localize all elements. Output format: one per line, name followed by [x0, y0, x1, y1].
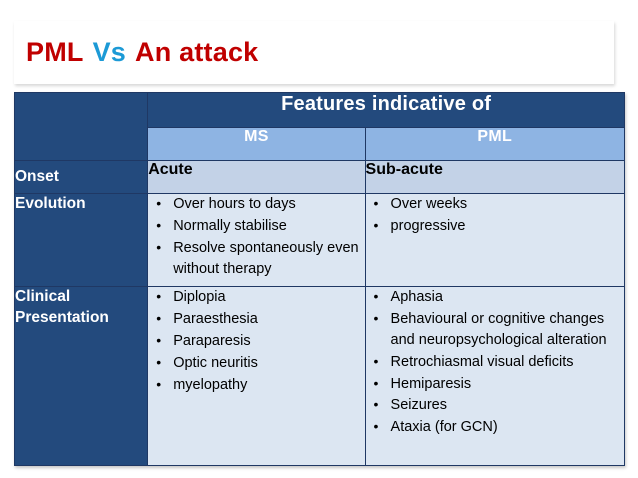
- list-item: Paraesthesia: [148, 308, 364, 330]
- comparison-table: Features indicative of MS PML Onset Acut…: [13, 91, 626, 466]
- title-part-vs: Vs: [92, 37, 127, 67]
- list-item: Retrochiasmal visual deficits: [366, 351, 624, 373]
- list-item: Behavioural or cognitive changes and neu…: [366, 308, 624, 351]
- row-label-evolution: Evolution: [13, 193, 149, 288]
- list-item: Ataxia (for GCN): [366, 416, 624, 438]
- bullet-list-evolution-pml: Over weeksprogressive: [366, 193, 624, 237]
- list-item: Over weeks: [366, 193, 624, 215]
- table-header-row-columns: MS PML: [15, 127, 626, 161]
- list-item: progressive: [366, 215, 624, 237]
- list-item: Diplopia: [148, 286, 364, 308]
- cell-clinical-pml: AphasiaBehavioural or cognitive changes …: [364, 286, 626, 466]
- table-header-group-label: Features indicative of: [147, 91, 625, 129]
- table-header-row-group: Features indicative of: [13, 91, 625, 161]
- table-header-col-pml: PML: [364, 127, 626, 161]
- page-title: PML Vs An attack: [14, 37, 258, 68]
- title-part-an-attack: An attack: [135, 37, 259, 67]
- list-item: Over hours to days: [148, 193, 364, 215]
- list-item: Seizures: [366, 394, 624, 416]
- table-row: Evolution Over hours to daysNormally sta…: [13, 193, 626, 288]
- row-label-onset: Onset: [13, 159, 149, 195]
- list-item: Aphasia: [366, 286, 624, 308]
- bullet-list-clinical-ms: DiplopiaParaesthesiaParaparesisOptic neu…: [148, 286, 364, 396]
- list-item: Hemiparesis: [366, 373, 624, 395]
- table-header-corner-cell: [13, 92, 149, 161]
- cell-evolution-pml: Over weeksprogressive: [364, 193, 626, 288]
- table-row: Onset Acute Sub-acute: [13, 159, 626, 195]
- bullet-list-evolution-ms: Over hours to daysNormally stabiliseReso…: [148, 193, 364, 280]
- list-item: myelopathy: [148, 374, 364, 396]
- cell-onset-pml: Sub-acute: [364, 159, 626, 195]
- list-item: Paraparesis: [148, 330, 364, 352]
- cell-evolution-ms: Over hours to daysNormally stabiliseReso…: [147, 193, 366, 288]
- list-item: Optic neuritis: [148, 352, 364, 374]
- table-header-col-ms: MS: [147, 127, 366, 161]
- list-item: Resolve spontaneously even without thera…: [148, 237, 364, 280]
- slide-title-bar: PML Vs An attack: [14, 21, 614, 84]
- cell-onset-ms: Acute: [147, 159, 366, 195]
- list-item: Normally stabilise: [148, 215, 364, 237]
- cell-clinical-ms: DiplopiaParaesthesiaParaparesisOptic neu…: [147, 286, 366, 466]
- comparison-table-container: Features indicative of MS PML Onset Acut…: [13, 91, 626, 466]
- row-label-clinical-presentation: Clinical Presentation: [13, 286, 149, 466]
- table-row: Clinical Presentation DiplopiaParaesthes…: [13, 286, 626, 466]
- title-part-pml: PML: [26, 37, 84, 67]
- bullet-list-clinical-pml: AphasiaBehavioural or cognitive changes …: [366, 286, 624, 438]
